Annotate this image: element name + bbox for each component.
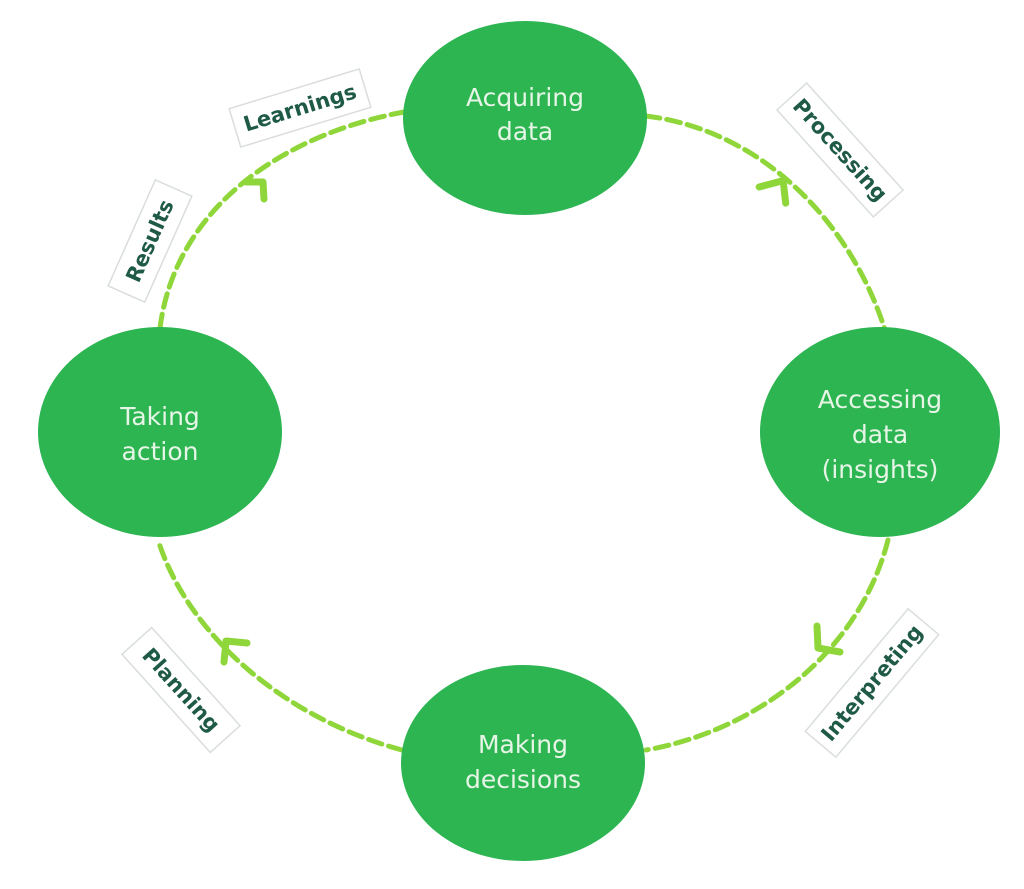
arrow-icon [813,622,844,656]
node-acquiring-data: Acquiring data [403,21,647,215]
node-accessing-data: Accessing data (insights) [760,327,1000,537]
node-taking-action: Taking action [38,327,282,537]
node-acquiring-data-line-2: data [497,117,553,146]
label-planning-text: Planning [137,643,224,736]
node-accessing-data-line-1: Accessing [818,385,942,414]
node-accessing-data-line-2: data [852,420,908,449]
arrowheads [220,177,844,666]
arrow-icon [220,637,251,666]
node-taking-action-line-2: action [122,437,199,466]
label-interpreting-text: Interpreting [816,620,927,746]
edge-making-to-taking [155,537,405,753]
node-making-decisions-line-1: Making [478,730,568,759]
node-taking-action-line-1: Taking [119,402,200,431]
label-processing-text: Processing [788,94,892,206]
edge-acquiring-to-accessing [643,113,888,333]
node-acquiring-data-line-1: Acquiring [466,83,584,112]
edges [155,109,891,753]
label-learnings: Learnings [228,68,372,148]
label-processing: Processing [775,82,905,218]
arrow-icon [242,178,268,203]
edge-accessing-to-making [643,537,891,753]
label-results: Results [107,178,193,304]
node-accessing-data-line-3: (insights) [822,455,939,484]
label-interpreting: Interpreting [804,607,940,759]
node-making-decisions-line-2: decisions [465,765,581,794]
node-making-decisions: Making decisions [401,665,645,861]
arrow-icon [755,177,790,207]
nodes: Acquiring data Accessing data (insights)… [38,21,1000,861]
edge-taking-to-acquiring [157,109,407,331]
